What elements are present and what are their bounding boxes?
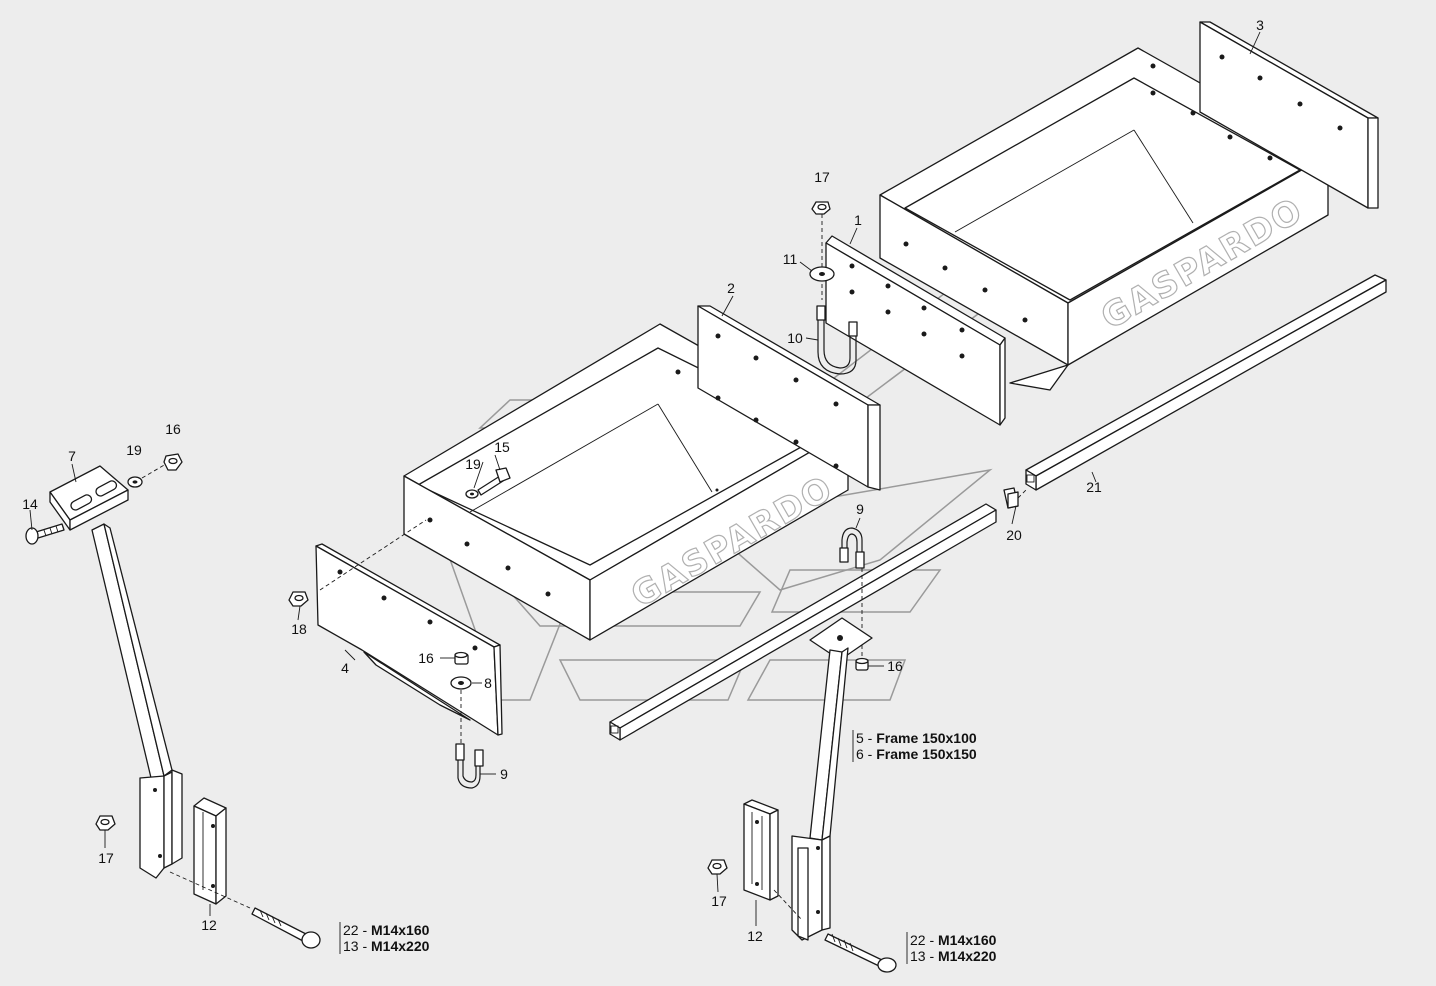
washer-11 (809, 266, 835, 282)
legend-bolt-left-text-1: M14x160 (371, 922, 430, 938)
end-plate-3 (1199, 21, 1379, 209)
legend-frame-code-2: 6 - (856, 746, 876, 762)
callout-21: 21 (1086, 479, 1102, 495)
clamp-12-left (193, 797, 227, 905)
legend-bolt-left-code-1: 22 - (343, 922, 371, 938)
callout-17-top: 17 (814, 169, 830, 185)
bolt-15 (477, 467, 511, 496)
legend-bolt-left-code-2: 13 - (343, 938, 371, 954)
callout-4: 4 (341, 660, 349, 676)
seed-box-large: GASPARDO (879, 47, 1329, 391)
callout-19-middle: 19 (465, 456, 481, 472)
frame-tube-21 (1025, 274, 1387, 491)
legend-bolt-left-text-2: M14x220 (371, 938, 430, 954)
legend-frame-text-2: Frame 150x150 (876, 746, 977, 762)
callout-1: 1 (854, 212, 862, 228)
callout-9-lower: 9 (500, 766, 508, 782)
legend-bolt-right-code-2: 13 - (910, 948, 938, 964)
nut-18 (288, 591, 309, 607)
svg-text:13 - M14x220: 13 - M14x220 (910, 948, 997, 964)
callout-numbers: 3 17 1 11 2 10 16 19 7 15 19 14 9 21 20 … (22, 17, 1264, 944)
svg-text:13 - M14x220: 13 - M14x220 (343, 938, 430, 954)
leader-lines (29, 31, 1261, 964)
callout-2: 2 (727, 280, 735, 296)
washer-19-middle (465, 489, 479, 499)
nut-17-left (95, 815, 116, 831)
plate-1 (825, 235, 1006, 426)
callout-11: 11 (783, 251, 798, 267)
callout-8: 8 (484, 675, 492, 691)
bolt-13-22-right (824, 933, 897, 973)
svg-text:5 - Frame 150x100: 5 - Frame 150x100 (856, 730, 977, 746)
callout-14: 14 (22, 496, 38, 512)
callout-12-left: 12 (201, 917, 217, 933)
end-cap-20 (1003, 487, 1019, 509)
legend-frame: 5 - Frame 150x100 6 - Frame 150x150 (856, 730, 977, 762)
washer-8 (450, 676, 472, 690)
plate-2 (697, 305, 881, 491)
bracket-column-left (49, 465, 183, 879)
callout-7: 7 (68, 448, 76, 464)
callout-19-left: 19 (126, 442, 142, 458)
washer-19-left (127, 476, 143, 488)
callout-10: 10 (787, 330, 803, 346)
u-bolt-10 (816, 305, 858, 375)
svg-text:6 - Frame 150x150: 6 - Frame 150x150 (856, 746, 977, 762)
callout-16-left: 16 (165, 421, 181, 437)
nut-17-top (811, 201, 831, 215)
callout-17-right: 17 (711, 893, 727, 909)
callout-9-upper: 9 (856, 501, 864, 517)
legend-bolt-right-text-2: M14x220 (938, 948, 997, 964)
clamp-12-right (743, 799, 779, 901)
nut-16-middle (454, 651, 469, 665)
u-bolt-9-lower (455, 743, 484, 789)
legend-bolt-right-code-1: 22 - (910, 932, 938, 948)
svg-text:22 - M14x160: 22 - M14x160 (910, 932, 997, 948)
nut-16-left (163, 453, 183, 471)
legend-bolt-left: 22 - M14x160 13 - M14x220 (343, 922, 430, 954)
nut-16-right (855, 657, 869, 671)
callout-18: 18 (291, 621, 307, 637)
bracket-column-right (791, 617, 873, 941)
legend-bolt-right-text-1: M14x160 (938, 932, 997, 948)
callout-20: 20 (1006, 527, 1022, 543)
bolt-13-22-left (251, 907, 321, 949)
frame-tube-5-6 (609, 503, 997, 741)
legend-frame-text-1: Frame 150x100 (876, 730, 977, 746)
legend-bolt-right: 22 - M14x160 13 - M14x220 (910, 932, 997, 964)
callout-16-right: 16 (887, 658, 903, 674)
callout-17-left: 17 (98, 850, 114, 866)
bolt-14 (25, 523, 65, 545)
callout-12-right: 12 (747, 928, 763, 944)
nut-17-right (707, 859, 728, 875)
legend-frame-code-1: 5 - (856, 730, 876, 746)
callout-15: 15 (494, 439, 510, 455)
plate-4 (315, 543, 503, 736)
u-bolt-9-upper (839, 527, 865, 569)
callout-3: 3 (1256, 17, 1264, 33)
callout-16-middle: 16 (418, 650, 434, 666)
svg-text:22 - M14x160: 22 - M14x160 (343, 922, 430, 938)
